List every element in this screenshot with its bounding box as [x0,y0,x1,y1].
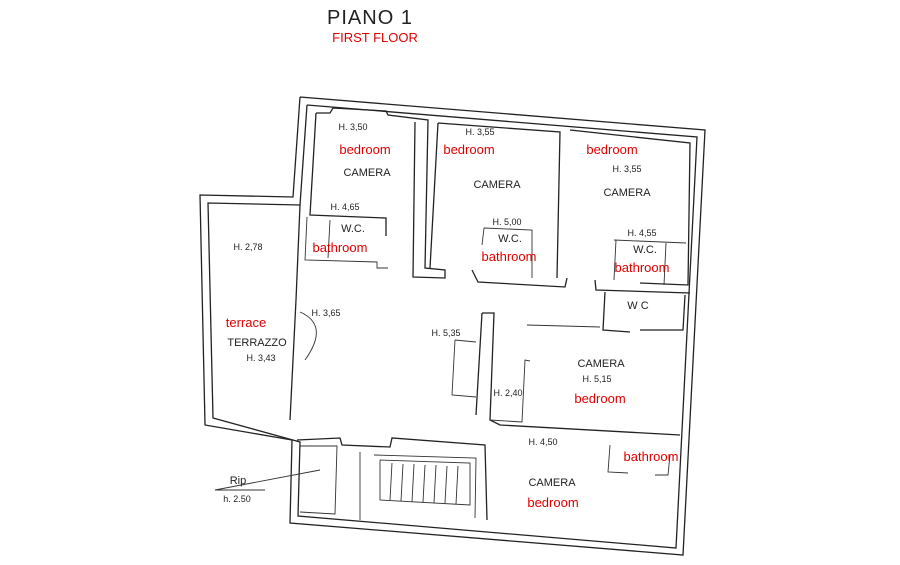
room-height: H. 4,50 [528,437,557,447]
room-translation: bathroom [615,260,670,275]
room-height: H. 3,55 [612,164,641,174]
room-height: H. 2,78 [233,242,262,252]
room-name: CAMERA [577,358,625,370]
room-name: W.C. [498,233,522,245]
room-height: H. 4,55 [627,228,656,238]
room-translation: bedroom [574,391,625,406]
page-subtitle: FIRST FLOOR [332,30,418,45]
room-height: H. 3,55 [465,127,494,137]
room-name: TERRAZZO [227,337,287,349]
room-translation: terrace [226,315,266,330]
room-height: H. 5,15 [582,374,611,384]
room-name: CAMERA [473,179,521,191]
room-translation: bedroom [586,142,637,157]
room-translation: bedroom [527,495,578,510]
room-translation: bathroom [624,449,679,464]
page-title: PIANO 1 [327,7,413,29]
room-translation: bathroom [482,249,537,264]
room-height: H. 3,43 [246,353,275,363]
room-height: H. 4,65 [330,202,359,212]
room-name: CAMERA [528,477,576,489]
walls [199,96,706,556]
room-name: W.C. [633,244,657,256]
room-height: H. 3,65 [311,308,340,318]
room-height: H. 5,00 [492,217,521,227]
stair-steps [389,462,459,505]
room-name: CAMERA [343,167,391,179]
room-height: H. 2,40 [493,388,522,398]
room-translation: bathroom [313,240,368,255]
room-translation: bedroom [443,142,494,157]
room-name: CAMERA [603,187,651,199]
room-height: H. 3,50 [338,122,367,132]
room-height: h. 2.50 [223,494,251,504]
room-height: H. 5,35 [431,328,460,338]
room-name: Rip [230,475,247,487]
room-name: W.C. [341,223,365,235]
room-translation: bedroom [339,142,390,157]
room-name: W C [627,300,648,312]
